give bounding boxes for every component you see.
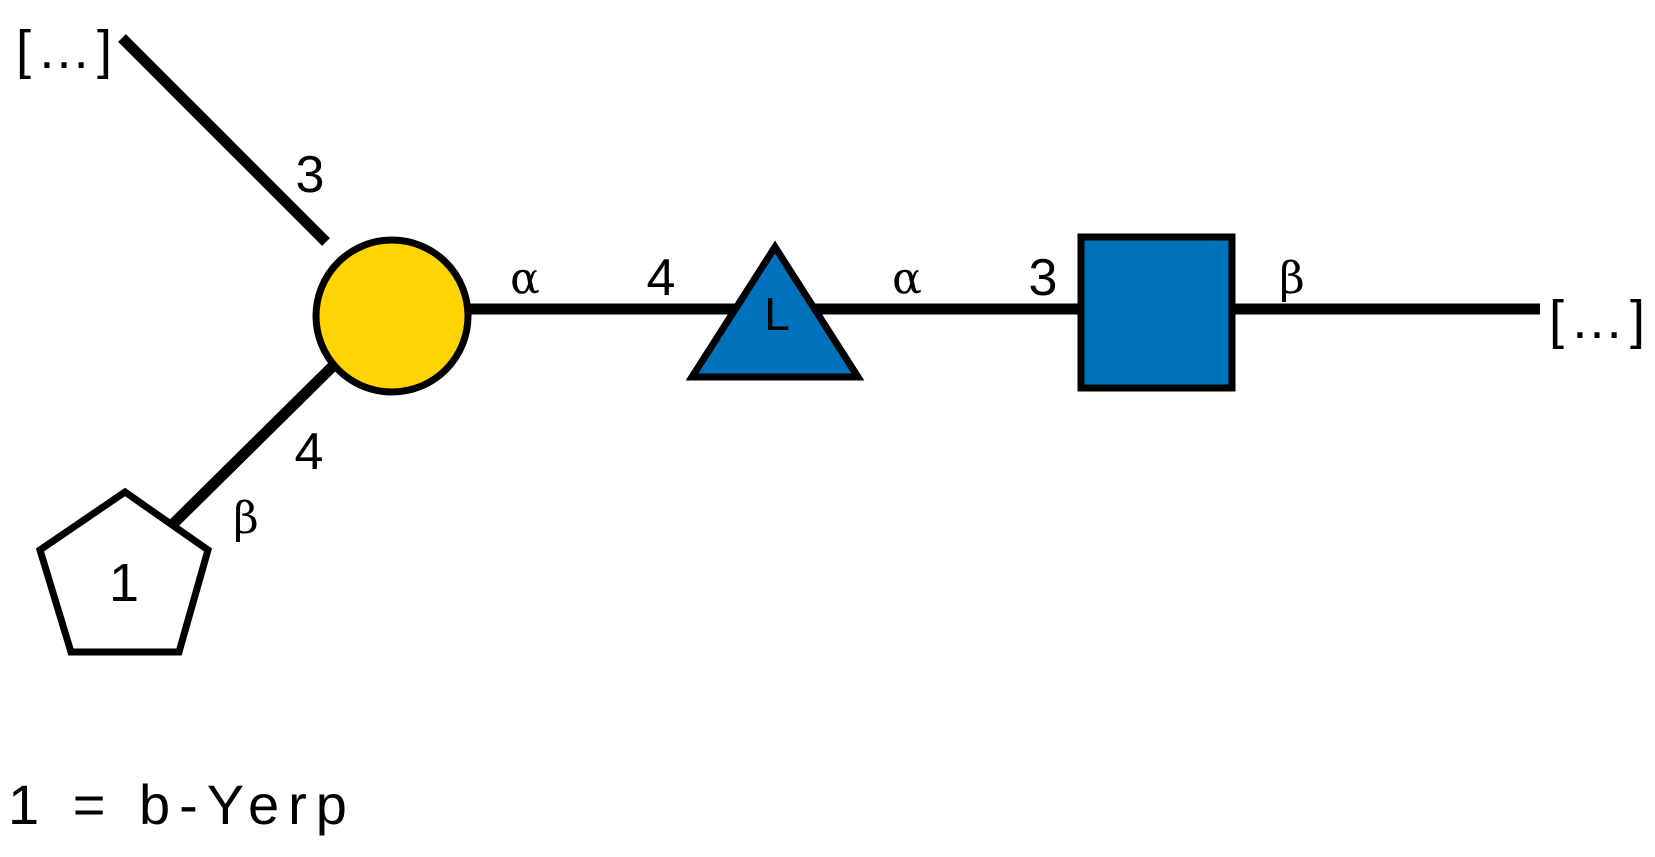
- continuation-right-bracket: […]: [1549, 290, 1651, 350]
- legend-text: 1 = b-Yerp: [8, 773, 356, 836]
- substituent-label: 1: [109, 553, 139, 613]
- linkage-pentagon-gal-position: 4: [295, 423, 324, 481]
- fucose-label: L: [764, 288, 790, 340]
- bond-pentagon-to-gal: [168, 359, 340, 529]
- linkage-square-root-anomer: β: [1279, 253, 1304, 304]
- linkage-pentagon-gal-anomer: β: [233, 493, 258, 544]
- continuation-left-bracket: […]: [16, 20, 118, 80]
- galactose-circle: [312, 236, 472, 396]
- linkage-gal-fuc-position: 4: [647, 249, 676, 307]
- linkage-fuc-square-anomer: α: [892, 253, 922, 304]
- substituent-pentagon: [35, 487, 213, 656]
- hexnac-square: [1077, 233, 1236, 392]
- bond-top-branch: [118, 34, 330, 246]
- fucose-triangle: [685, 240, 865, 381]
- linkage-fuc-square-position: 3: [1029, 249, 1058, 307]
- linkage-top-branch-position: 3: [296, 146, 325, 204]
- linkage-gal-fuc-anomer: α: [510, 253, 540, 304]
